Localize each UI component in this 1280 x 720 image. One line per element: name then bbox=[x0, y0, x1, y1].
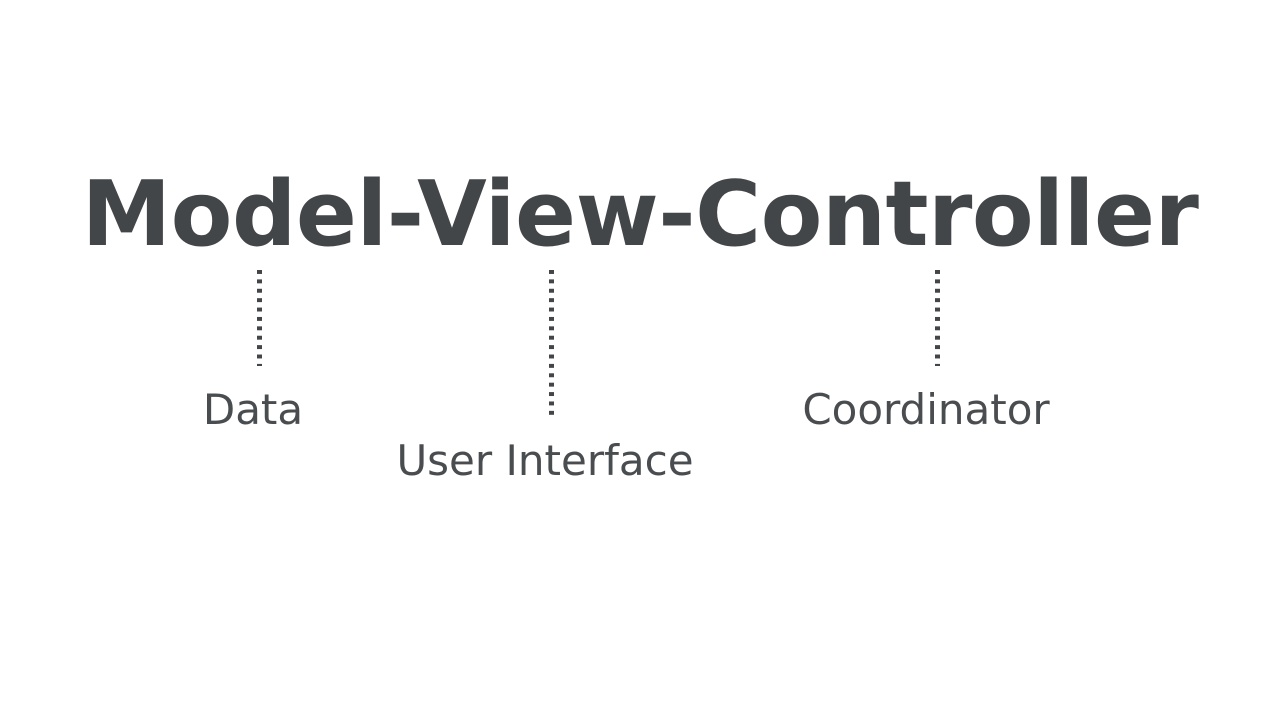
annotation-label-view: User Interface bbox=[396, 436, 694, 485]
dotted-connector-model bbox=[257, 270, 262, 366]
annotation-label-model: Data bbox=[202, 385, 304, 434]
page-title: Model-View-Controller bbox=[81, 162, 1199, 267]
annotation-label-controller: Coordinator bbox=[802, 385, 1050, 434]
dotted-connector-view bbox=[549, 270, 554, 420]
dotted-connector-controller bbox=[935, 270, 940, 366]
